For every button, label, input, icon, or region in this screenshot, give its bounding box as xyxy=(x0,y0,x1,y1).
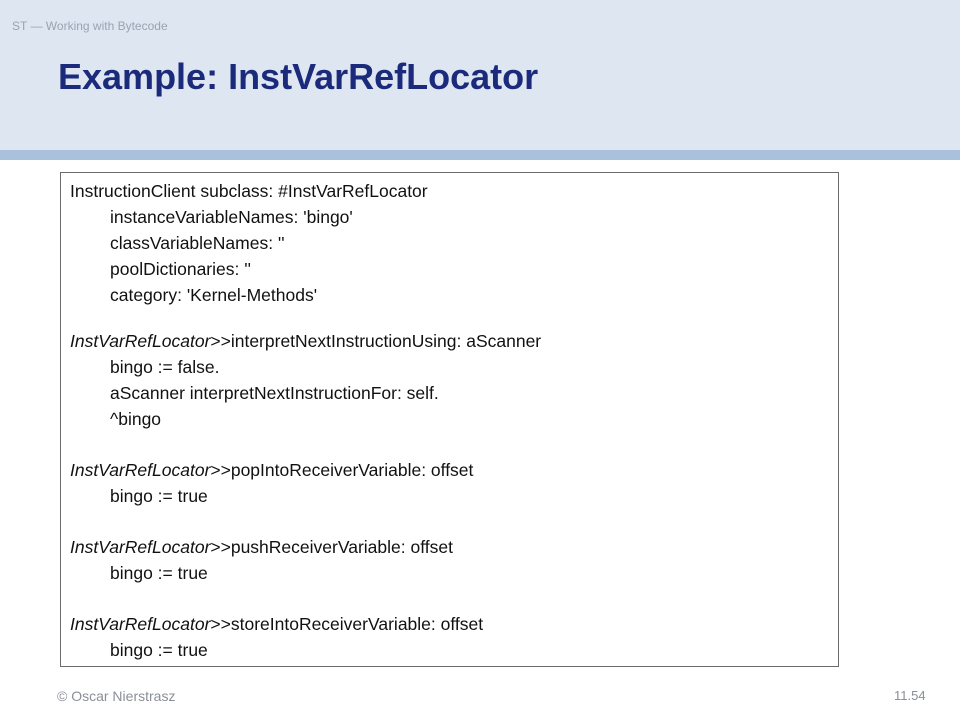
method-selector: >>popIntoReceiverVariable: offset xyxy=(210,460,474,480)
class-name: InstVarRefLocator xyxy=(70,331,211,351)
footer-author: © Oscar Nierstrasz xyxy=(57,688,176,704)
method-selector: >>pushReceiverVariable: offset xyxy=(210,537,453,557)
code-line: instanceVariableNames: 'bingo' xyxy=(110,207,353,227)
class-name: InstVarRefLocator xyxy=(70,614,211,634)
code-line: bingo := true xyxy=(110,486,208,506)
page-number: 11.54 xyxy=(894,688,926,703)
code-line: InstructionClient subclass: #InstVarRefL… xyxy=(70,181,428,201)
method-header: InstVarRefLocator>>pushReceiverVariable:… xyxy=(70,537,453,557)
code-line: bingo := false. xyxy=(110,357,220,377)
class-name: InstVarRefLocator xyxy=(70,460,211,480)
method-header: InstVarRefLocator>>interpretNextInstruct… xyxy=(70,331,541,351)
slide-header: ST — Working with Bytecode Example: Inst… xyxy=(0,0,960,150)
method-header: InstVarRefLocator>>popIntoReceiverVariab… xyxy=(70,460,473,480)
course-label: ST — Working with Bytecode xyxy=(12,19,168,33)
code-line: bingo := true xyxy=(110,640,208,660)
code-line: aScanner interpretNextInstructionFor: se… xyxy=(110,383,439,403)
method-selector: >>interpretNextInstructionUsing: aScanne… xyxy=(210,331,542,351)
code-line: classVariableNames: '' xyxy=(110,233,285,253)
code-line: category: 'Kernel-Methods' xyxy=(110,285,318,305)
method-header: InstVarRefLocator>>storeIntoReceiverVari… xyxy=(70,614,483,634)
code-line: poolDictionaries: '' xyxy=(110,259,251,279)
code-line: bingo := true xyxy=(110,563,208,583)
header-divider xyxy=(0,150,960,160)
slide-title: Example: InstVarRefLocator xyxy=(58,56,539,97)
class-name: InstVarRefLocator xyxy=(70,537,211,557)
code-block: InstructionClient subclass: #InstVarRefL… xyxy=(60,172,839,667)
method-selector: >>storeIntoReceiverVariable: offset xyxy=(210,614,484,634)
code-line: ^bingo xyxy=(110,409,162,429)
